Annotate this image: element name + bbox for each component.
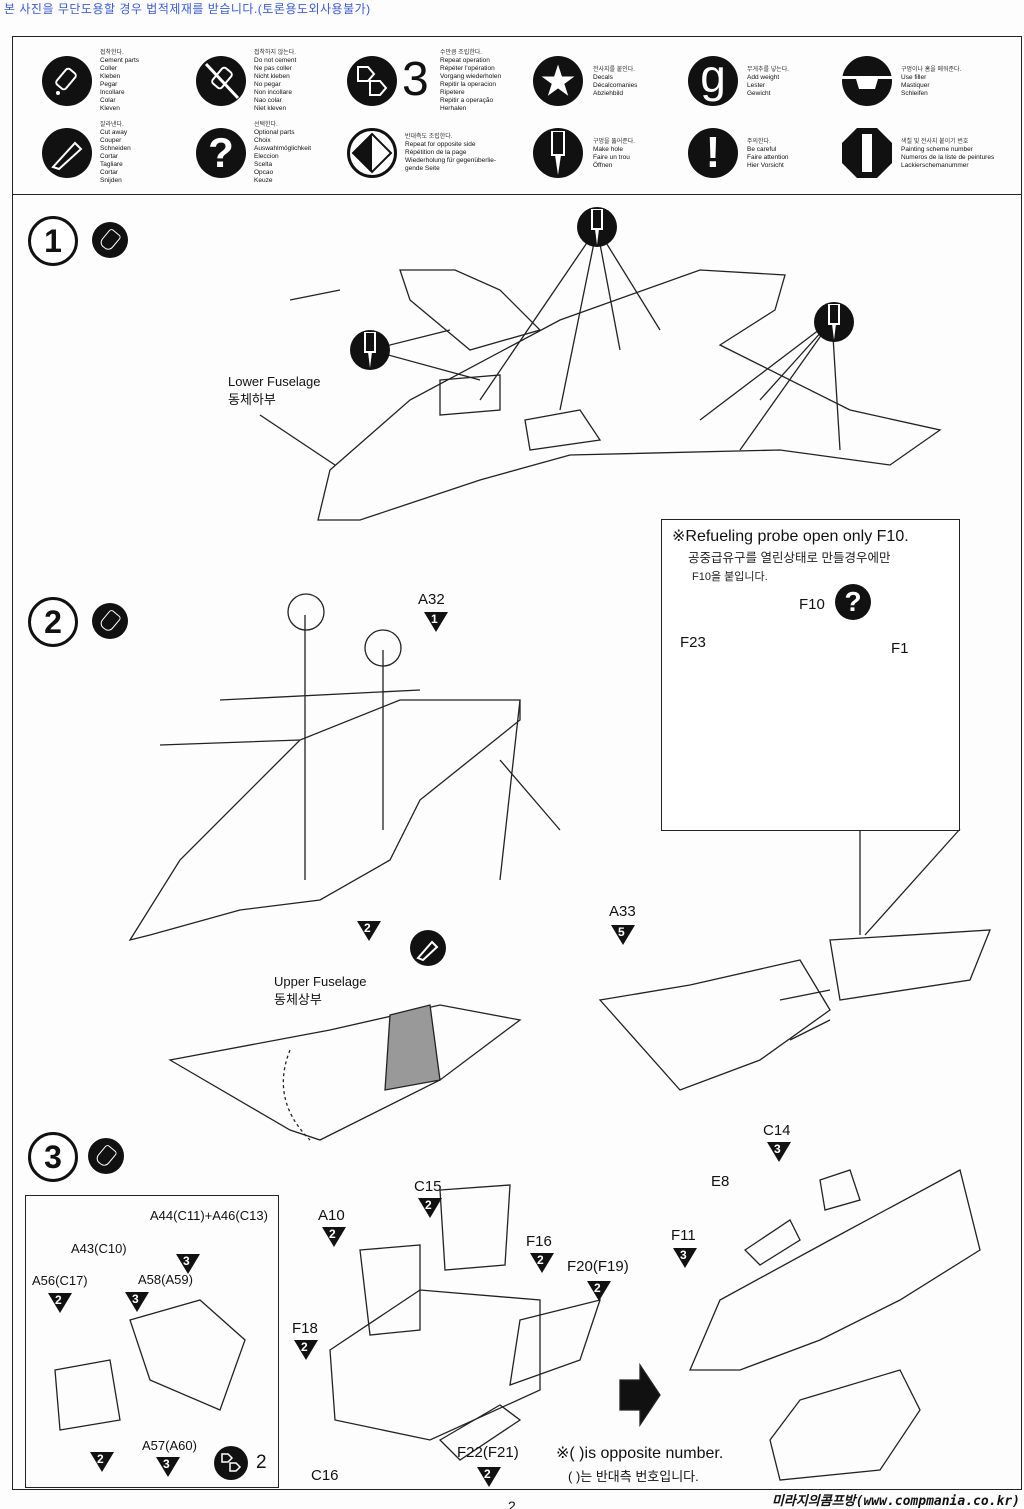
filler-icon xyxy=(842,56,892,106)
quantity-triangle: 1 xyxy=(424,612,448,632)
cut-away-icon xyxy=(42,128,92,178)
page-number: 2 xyxy=(508,1498,516,1509)
legend-hole: 구멍을 뚫어준다.Make hole Faire un trou Öffnen xyxy=(593,139,635,169)
quantity-triangle: 3 xyxy=(125,1292,149,1312)
no-cement-icon xyxy=(196,56,246,106)
part-label-a32: A32 xyxy=(418,591,445,608)
page-frame xyxy=(12,36,1022,1490)
part-label-c15: C15 xyxy=(414,1178,442,1195)
make-hole-icon xyxy=(577,207,617,247)
legend-decals: 전사지를 붙인다.Decals Décalcomanies Abziehbild xyxy=(593,67,638,97)
quantity-triangle: 2 xyxy=(530,1253,554,1273)
probe-note-ko-1: 공중급유구를 열린상태로 만들경우에만 xyxy=(688,551,891,565)
quantity-triangle: 2 xyxy=(322,1227,346,1247)
legend-opposite: 반대측도 조립한다.Repeat for opposite side Répét… xyxy=(405,134,497,172)
make-hole-icon xyxy=(533,128,583,178)
upper-fuselage-body-drawing xyxy=(128,699,521,942)
watermark-top: 본 사진을 무단도용할 경우 법적제재를 받습니다.(토론용도외사용불가) xyxy=(4,2,371,16)
cut-away-icon xyxy=(410,930,446,966)
add-weight-icon: g xyxy=(688,50,738,106)
part-label-f23: F23 xyxy=(680,634,706,651)
cement-icon xyxy=(92,222,128,258)
cement-icon xyxy=(42,56,92,106)
quantity-triangle: 3 xyxy=(176,1254,200,1274)
legend-cement: 접착한다.Cement parts Coller Kleben Pegar In… xyxy=(100,50,140,112)
part-label-c14: C14 xyxy=(763,1122,791,1139)
cement-icon xyxy=(88,1138,124,1174)
lower-fuselage-drawing xyxy=(317,269,942,521)
make-hole-icon xyxy=(350,330,390,370)
optional-parts-icon: ? xyxy=(835,584,871,620)
legend-cut: 잘라낸다.Cut away Couper Schneiden Cortar Ta… xyxy=(100,122,131,184)
part-label-f22: F22(F21) xyxy=(457,1444,519,1461)
opposite-number-note-ko: ( )는 반대측 번호입니다. xyxy=(568,1469,699,1484)
quantity-triangle: 3 xyxy=(673,1248,697,1268)
probe-note-en: ※Refueling probe open only F10. xyxy=(672,528,909,545)
make-hole-icon xyxy=(814,302,854,342)
part-label-e8: E8 xyxy=(711,1173,730,1190)
opposite-side-icon xyxy=(347,128,397,178)
part-label: A57(A60) xyxy=(142,1438,197,1453)
legend-careful: 주의한다.Be careful Faire attention Hier Vor… xyxy=(747,139,789,169)
ejection-seat-subassembly-box: A44(C11)+A46(C13) 3 A43(C10) A56(C17) 2 … xyxy=(25,1195,279,1488)
quantity-triangle: 2 xyxy=(294,1340,318,1360)
part-label-f11: F11 xyxy=(671,1227,696,1244)
repeat-count: 3 xyxy=(402,53,429,106)
painting-scheme-icon xyxy=(842,128,892,178)
legend-repeat: 수만큼 조립한다.Repeat operation Répéter l'opér… xyxy=(440,50,502,112)
part-label-f18: F18 xyxy=(292,1320,318,1337)
watermark-bottom: 미라지의콤프방(www.compmania.co.kr) xyxy=(771,1494,1020,1509)
be-careful-icon: ! xyxy=(688,128,738,178)
quantity-triangle: 2 xyxy=(90,1452,114,1472)
quantity-triangle: 3 xyxy=(156,1457,180,1477)
legend-optional: 선택한다.Optional parts Choix Auswahlmöglich… xyxy=(254,122,312,184)
quantity-triangle: 2 xyxy=(418,1198,442,1218)
forward-fuselage-drawing xyxy=(689,1169,981,1371)
opposite-number-note: ※( )is opposite number. xyxy=(556,1445,724,1462)
repeat-operation-icon xyxy=(347,56,397,106)
repeat-operation-icon xyxy=(214,1446,248,1480)
legend-weight: 무게추를 넣는다.Add weight Lester Gewicht xyxy=(747,67,789,97)
part-label: A44(C11)+A46(C13) xyxy=(150,1208,268,1223)
part-label-a10: A10 xyxy=(318,1207,345,1224)
quantity-triangle: 3 xyxy=(767,1142,791,1162)
optional-parts-icon: ? xyxy=(196,128,246,178)
refueling-probe-callout: ※Refueling probe open only F10. 공중급유구를 열… xyxy=(661,519,960,831)
probe-note-ko-2: F10을 붙입니다. xyxy=(692,571,768,583)
part-label-f20: F20(F19) xyxy=(567,1258,629,1275)
part-label: A58(A59) xyxy=(138,1272,193,1287)
legend-filler: 구멍이나 홈을 메워준다.Use filler Mastiquer Schlei… xyxy=(901,67,962,97)
quantity-triangle: 2 xyxy=(477,1467,501,1487)
quantity-triangle: 2 xyxy=(357,921,381,941)
cement-icon xyxy=(92,603,128,639)
part-label-f1: F1 xyxy=(891,640,909,657)
part-label-f10: F10 xyxy=(799,596,825,613)
repeat-count: 2 xyxy=(256,1452,267,1473)
step-1-number: 1 xyxy=(28,216,78,266)
legend-divider xyxy=(12,194,1022,195)
part-label: A43(C10) xyxy=(71,1241,127,1256)
quantity-triangle: 2 xyxy=(587,1281,611,1301)
part-label-a33: A33 xyxy=(609,903,636,920)
quantity-triangle: 5 xyxy=(611,925,635,945)
part-label: A56(C17) xyxy=(32,1273,88,1288)
decal-star-icon: ★ xyxy=(533,56,583,106)
part-label-f16: F16 xyxy=(526,1233,552,1250)
legend-no-cement: 접착하지 않는다.Do not cement Ne pas coller Nic… xyxy=(254,50,297,112)
part-label-c16: C16 xyxy=(311,1467,339,1484)
step-3-number: 3 xyxy=(28,1132,78,1182)
step-2-number: 2 xyxy=(28,597,78,647)
quantity-triangle: 2 xyxy=(48,1293,72,1313)
